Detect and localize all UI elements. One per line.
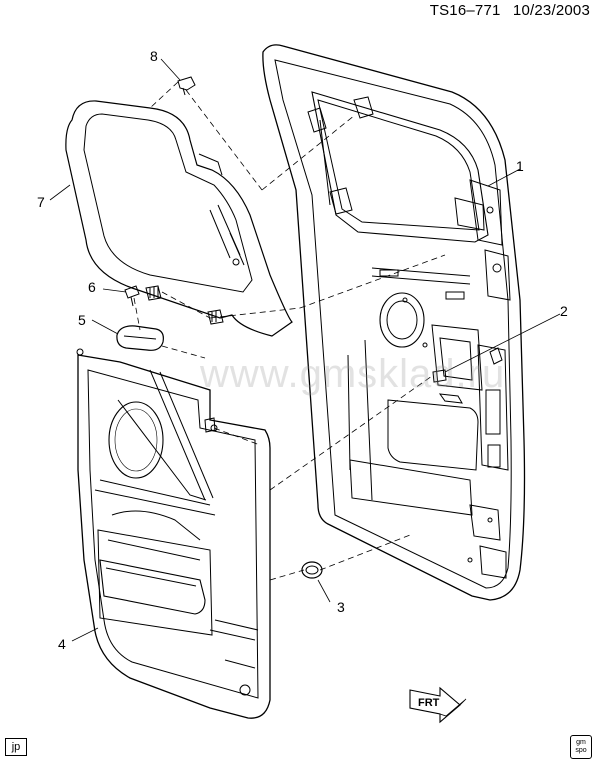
callout-8: 8 — [150, 48, 158, 64]
plug-grommet — [301, 561, 323, 579]
callout-1: 1 — [516, 158, 524, 174]
callout-6: 6 — [88, 279, 96, 295]
diagram-header: TS16–771 10/23/2003 — [422, 2, 590, 19]
pull-cup — [116, 325, 164, 351]
callout-5: 5 — [78, 312, 86, 328]
door-trim-panel — [76, 348, 271, 719]
corner-tag: jp — [5, 738, 27, 756]
callout-3: 3 — [337, 599, 345, 615]
watermark: www.gmsklad.ru — [200, 352, 506, 396]
push-pin-retainer — [177, 76, 196, 96]
diagram-date: 10/23/2003 — [512, 2, 590, 19]
callout-4: 4 — [58, 636, 66, 652]
front-arrow-icon — [409, 686, 467, 724]
trim-clips — [145, 285, 224, 325]
gmspo-logo: gm spo — [570, 735, 592, 759]
front-arrow-label: FRT — [418, 697, 440, 709]
callout-leaders — [49, 58, 561, 642]
assembly-lines — [133, 81, 446, 581]
window-frame-trim — [65, 100, 293, 337]
callout-2: 2 — [560, 303, 568, 319]
callout-7: 7 — [37, 194, 45, 210]
diagram-ref: TS16–771 — [429, 2, 501, 19]
door-clip — [432, 369, 447, 383]
door-inner-panel — [262, 44, 526, 601]
screw — [124, 285, 140, 307]
